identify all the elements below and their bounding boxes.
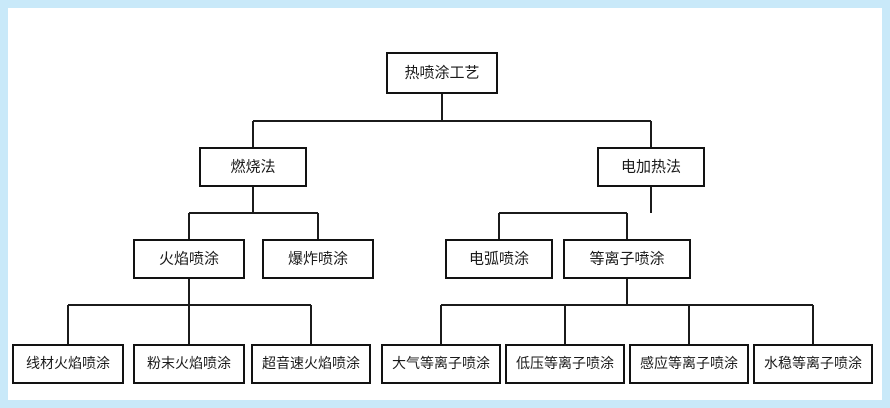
hierarchy-tree: 热喷涂工艺 燃烧法 电加热法 火焰喷涂 爆炸喷涂 电弧喷涂: [12, 52, 873, 384]
node-flame-spray[interactable]: 火焰喷涂: [133, 239, 245, 279]
node-low-pressure-plasma-spray-label: 低压等离子喷涂: [516, 355, 614, 372]
node-powder-flame-spray-box[interactable]: [133, 344, 245, 384]
node-water-stabilized-plasma-spray[interactable]: 水稳等离子喷涂: [753, 344, 873, 384]
node-atmospheric-plasma-spray-box[interactable]: [381, 344, 501, 384]
node-water-stabilized-plasma-spray-box[interactable]: [753, 344, 873, 384]
node-root-box[interactable]: [386, 52, 498, 94]
node-detonation-spray-box[interactable]: [262, 239, 374, 279]
node-electric-heating-box[interactable]: [597, 147, 705, 187]
node-low-pressure-plasma-spray-box[interactable]: [505, 344, 625, 384]
node-wire-flame-spray-label: 线材火焰喷涂: [26, 356, 110, 372]
node-plasma-spray-box[interactable]: [563, 239, 691, 279]
node-detonation-spray[interactable]: 爆炸喷涂: [262, 239, 374, 279]
node-arc-spray[interactable]: 电弧喷涂: [445, 239, 553, 279]
node-root-label: 热喷涂工艺: [404, 64, 479, 81]
node-induction-plasma-spray-label: 感应等离子喷涂: [640, 355, 738, 372]
diagram-canvas: 热喷涂工艺 燃烧法 电加热法 火焰喷涂 爆炸喷涂 电弧喷涂: [8, 8, 882, 400]
node-combustion-box[interactable]: [199, 147, 307, 187]
node-hvof-spray-box[interactable]: [251, 344, 371, 384]
node-wire-flame-spray[interactable]: 线材火焰喷涂: [12, 344, 124, 384]
node-combustion-label: 燃烧法: [230, 157, 275, 175]
node-electric-heating[interactable]: 电加热法: [597, 147, 705, 187]
node-powder-flame-spray[interactable]: 粉末火焰喷涂: [133, 344, 245, 384]
node-hvof-spray[interactable]: 超音速火焰喷涂: [251, 344, 371, 384]
connector-layer: [67, 93, 814, 345]
node-powder-flame-spray-label: 粉末火焰喷涂: [147, 356, 231, 372]
node-hvof-spray-label: 超音速火焰喷涂: [262, 355, 360, 372]
node-flame-spray-box[interactable]: [133, 239, 245, 279]
node-atmospheric-plasma-spray-label: 大气等离子喷涂: [392, 355, 490, 372]
node-wire-flame-spray-box[interactable]: [12, 344, 124, 384]
node-plasma-spray[interactable]: 等离子喷涂: [563, 239, 691, 279]
node-detonation-spray-label: 爆炸喷涂: [288, 250, 348, 267]
node-arc-spray-label: 电弧喷涂: [469, 250, 529, 267]
node-low-pressure-plasma-spray[interactable]: 低压等离子喷涂: [505, 344, 625, 384]
node-flame-spray-label: 火焰喷涂: [159, 250, 219, 267]
node-induction-plasma-spray-box[interactable]: [629, 344, 749, 384]
node-electric-heating-label: 电加热法: [621, 158, 681, 175]
node-plasma-spray-label: 等离子喷涂: [589, 249, 664, 267]
node-combustion[interactable]: 燃烧法: [199, 147, 307, 187]
node-induction-plasma-spray[interactable]: 感应等离子喷涂: [629, 344, 749, 384]
node-water-stabilized-plasma-spray-label: 水稳等离子喷涂: [764, 355, 862, 372]
node-atmospheric-plasma-spray[interactable]: 大气等离子喷涂: [381, 344, 501, 384]
node-arc-spray-box[interactable]: [445, 239, 553, 279]
node-root[interactable]: 热喷涂工艺: [386, 52, 498, 94]
